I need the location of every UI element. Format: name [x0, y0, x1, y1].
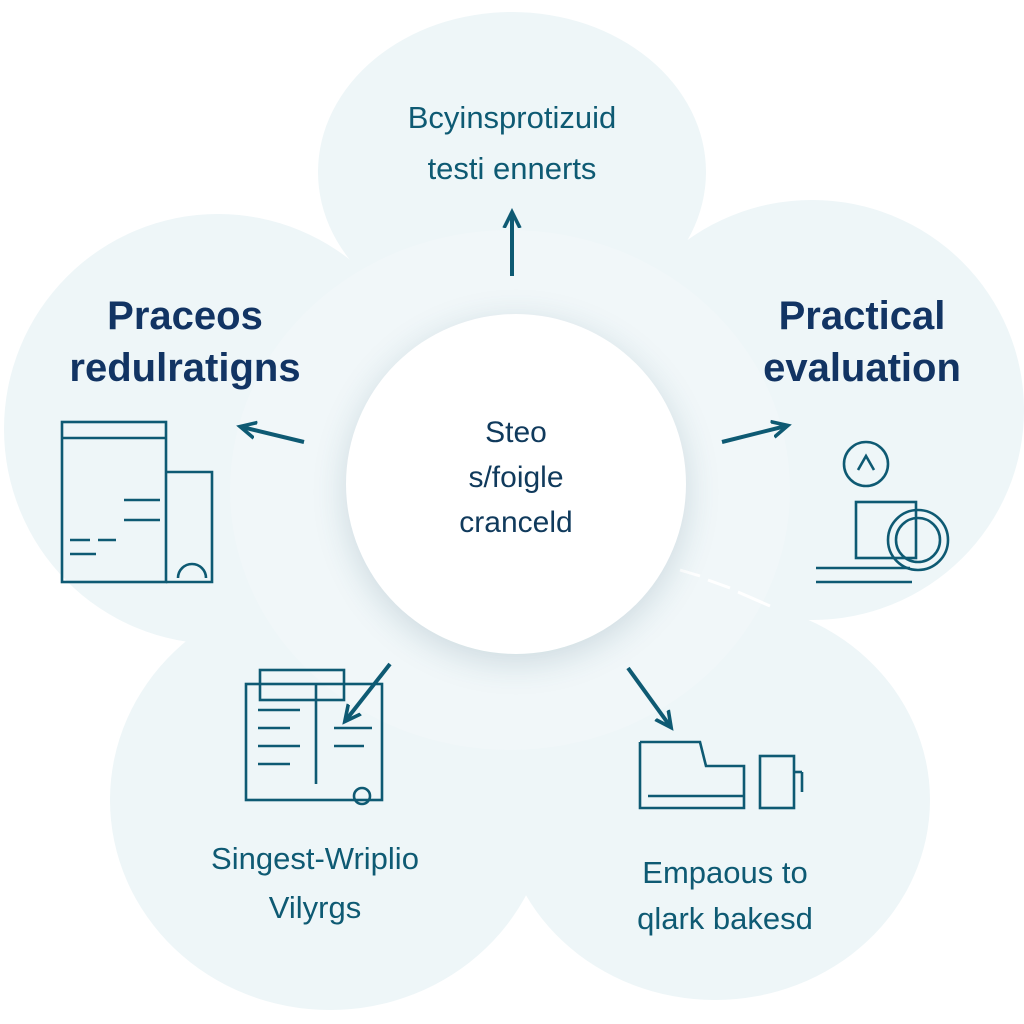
node-right-label: Practical evaluation	[700, 290, 1024, 394]
decorative-dashes	[679, 568, 771, 608]
node-bottom-left-line: Singest-Wriplio	[211, 841, 419, 876]
center-hub-text: Steo s/foigle cranceld	[346, 410, 686, 545]
center-hub-line: Steo	[485, 416, 547, 449]
node-right-line: evaluation	[763, 346, 961, 390]
node-bottom-left-label: Singest-Wriplio Vilyrgs	[150, 834, 480, 932]
document-icon	[60, 420, 214, 584]
arrow-to-right	[721, 426, 786, 444]
node-top-line: testi ennerts	[427, 151, 597, 186]
folder-icon	[638, 740, 804, 810]
node-left-line: Praceos	[107, 294, 263, 338]
center-hub-line: s/foigle	[468, 461, 564, 494]
node-top-label: Bcyinsprotizuid testi ennerts	[330, 92, 694, 194]
node-bottom-left-line: Vilyrgs	[268, 890, 362, 925]
node-left-line: redulratigns	[69, 346, 301, 390]
arrow-to-left	[242, 427, 305, 444]
arrow-to-bottom-left	[346, 662, 392, 720]
center-hub-line: cranceld	[459, 506, 573, 539]
node-bottom-right-label: Empaous to qlark bakesd	[560, 850, 890, 942]
arrow-to-bottom-right	[626, 666, 670, 726]
node-left-label: Praceos redulratigns	[20, 290, 350, 394]
node-top-line: Bcyinsprotizuid	[407, 100, 617, 135]
center-hub: Steo s/foigle cranceld	[346, 314, 686, 654]
node-bottom-right-line: Empaous to	[642, 855, 808, 890]
node-bottom-right-line: qlark bakesd	[637, 901, 813, 936]
node-right-line: Practical	[778, 294, 946, 338]
files-icon	[244, 668, 384, 806]
coins-icon	[816, 440, 950, 584]
